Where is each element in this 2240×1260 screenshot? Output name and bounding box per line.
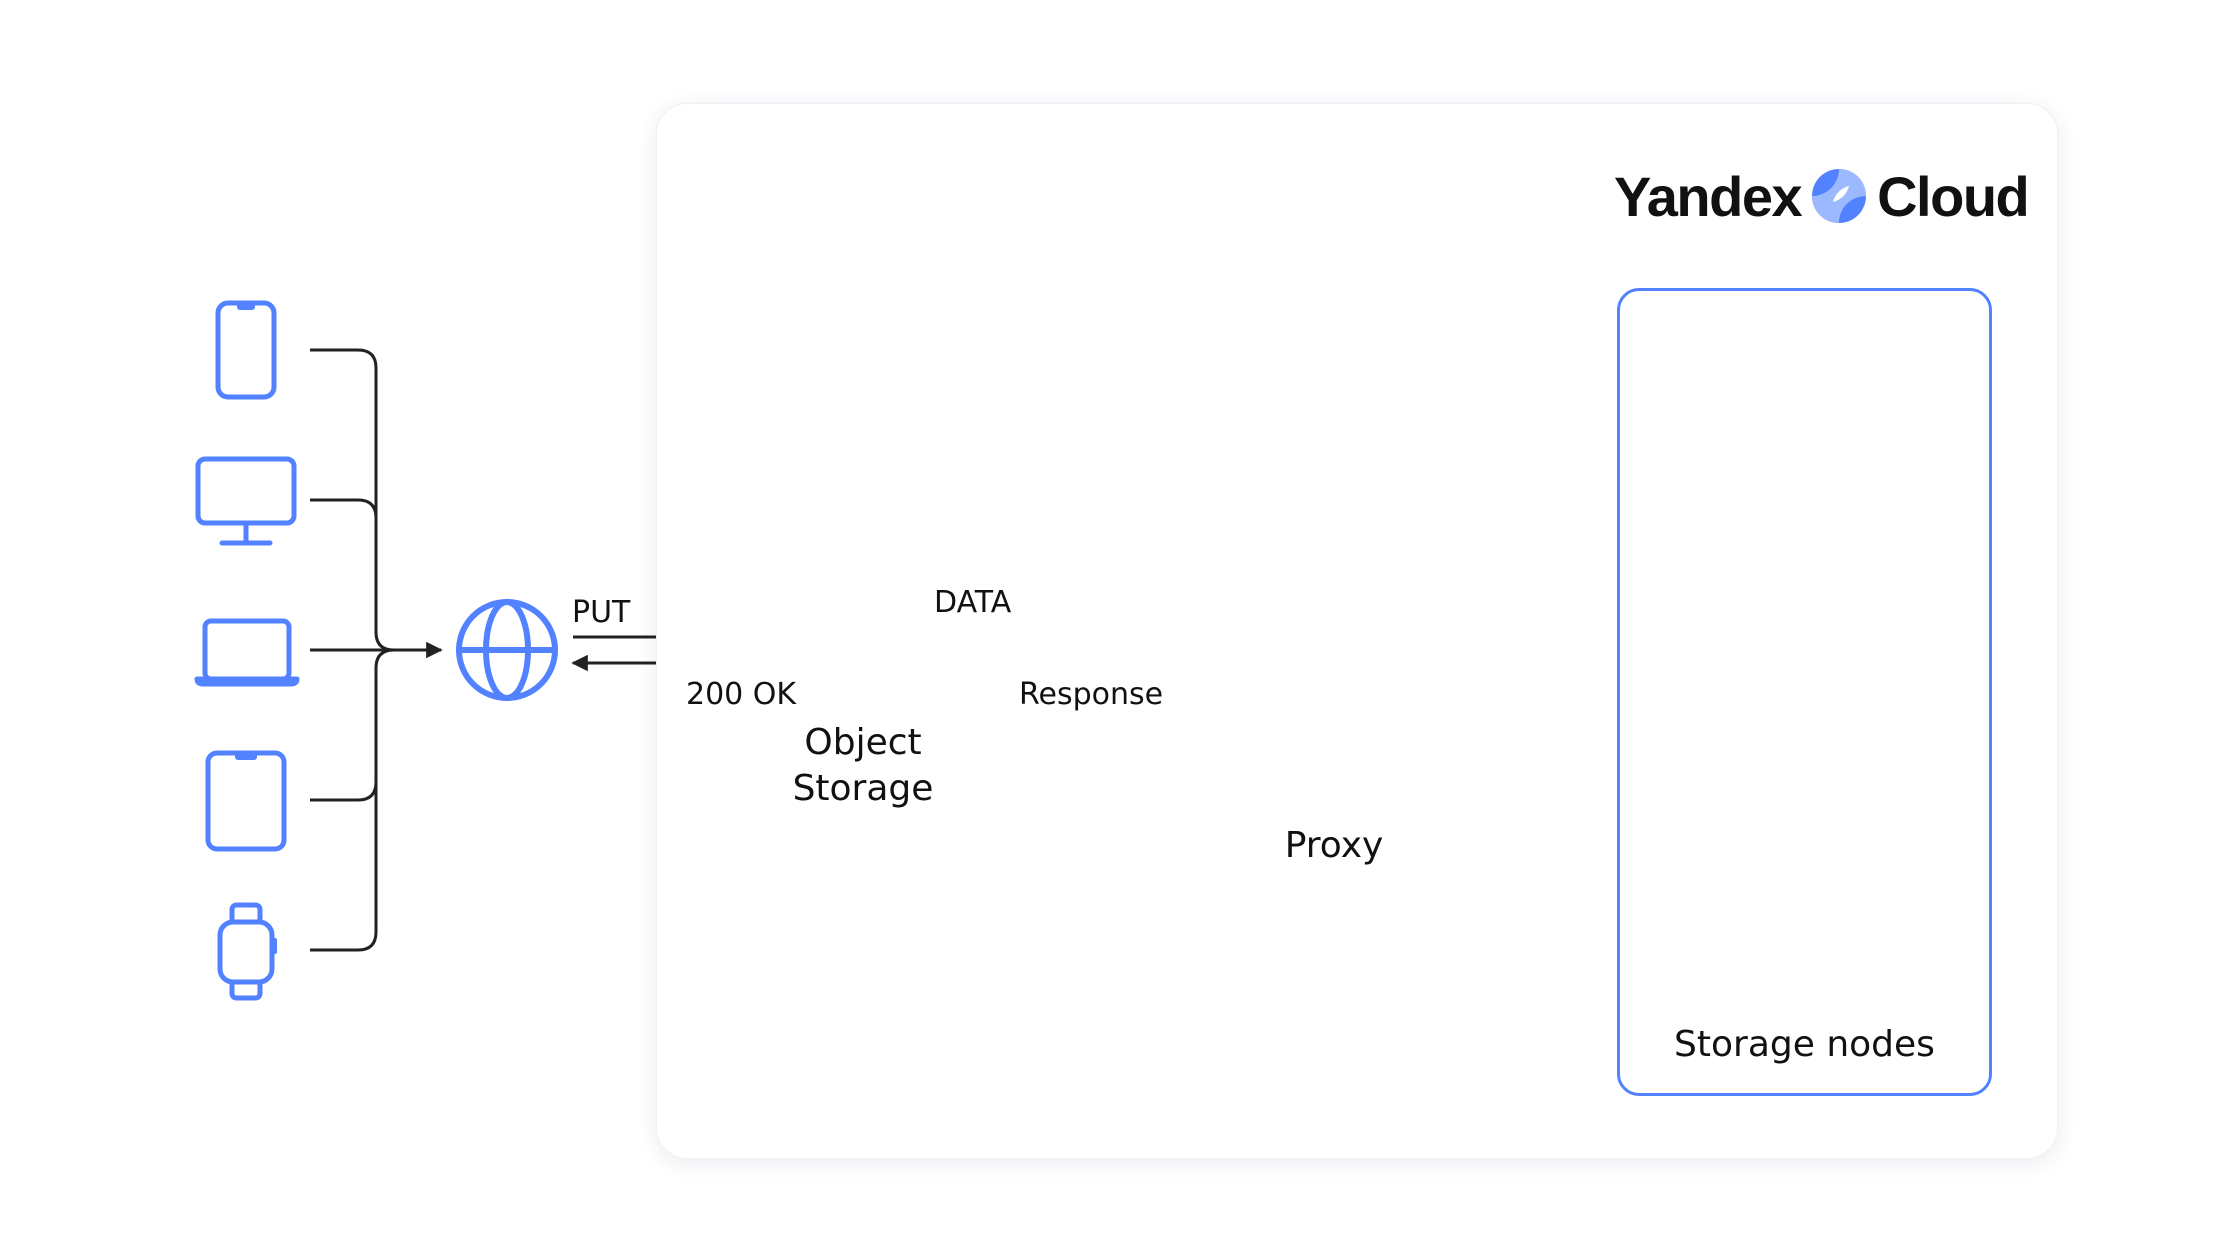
- object-storage-label: Object Storage: [763, 720, 963, 812]
- smartwatch-icon: [217, 902, 277, 1001]
- 200-ok-label: 200 OK: [686, 677, 797, 712]
- tablet-icon: [205, 750, 287, 852]
- logo-text-right: Cloud: [1877, 164, 2030, 228]
- data-label: DATA: [934, 585, 1012, 620]
- response-label: Response: [1019, 677, 1164, 712]
- object-storage-line1: Object: [804, 722, 922, 763]
- put-label: PUT: [572, 595, 631, 630]
- storage-nodes-box: [1617, 288, 1992, 1096]
- globe-icon: [456, 599, 558, 701]
- client-connectors: [310, 348, 443, 952]
- laptop-icon: [194, 618, 300, 687]
- cloud-logo-icon: [1812, 169, 1867, 223]
- object-storage-line2: Storage: [792, 768, 934, 810]
- proxy-label: Proxy: [1284, 825, 1384, 866]
- smartphone-icon: [215, 300, 277, 400]
- yandex-cloud-panel: [657, 104, 2057, 1158]
- desktop-monitor-icon: [195, 456, 297, 546]
- yandex-cloud-logo: Yandex Cloud: [1614, 164, 2030, 228]
- logo-text-left: Yandex: [1614, 164, 1803, 228]
- storage-nodes-label: Storage nodes: [1674, 1024, 1935, 1065]
